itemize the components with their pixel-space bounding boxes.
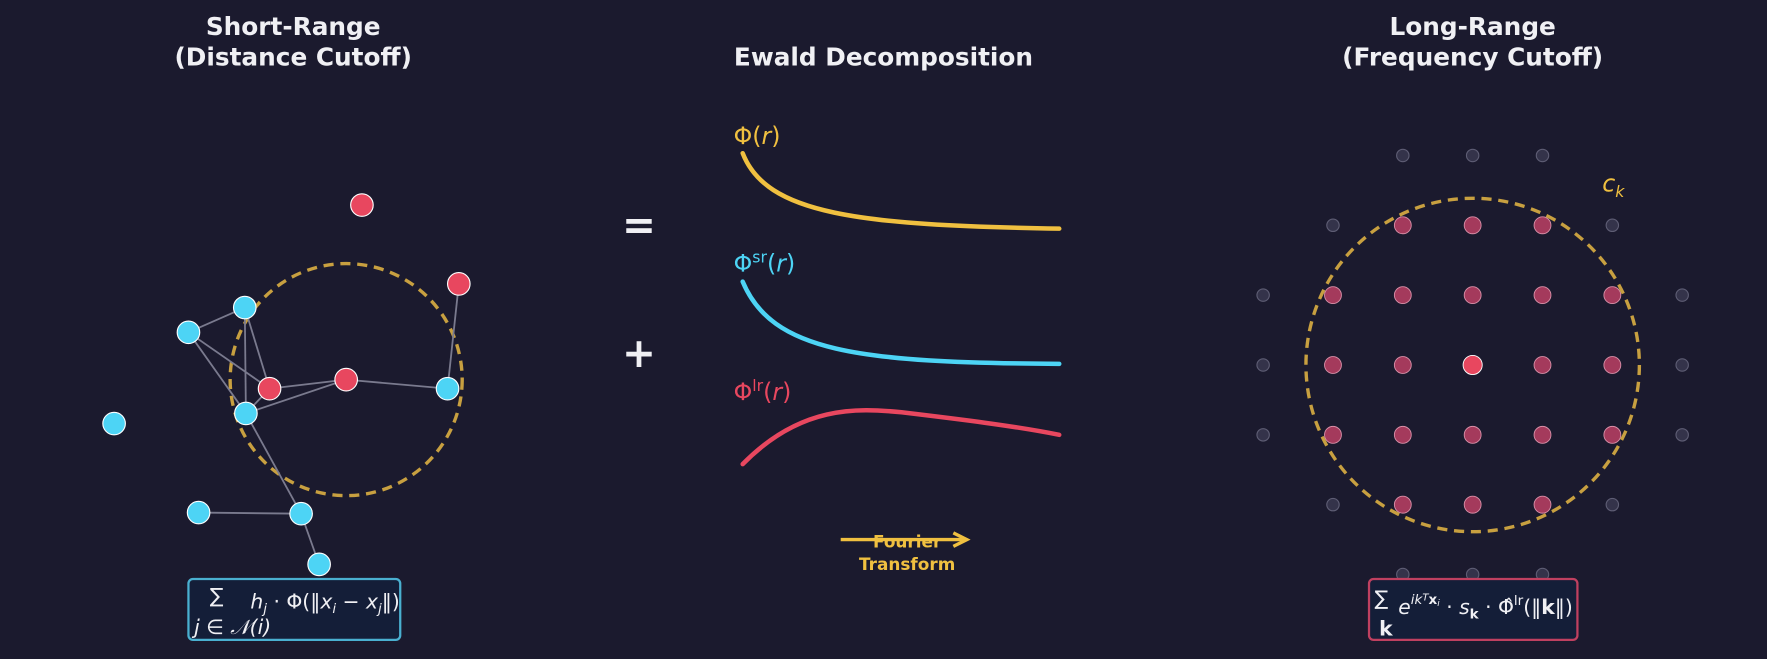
graph-edge (187, 331, 247, 414)
phi-label: Φ(r) (734, 122, 781, 150)
lattice-point-outside (1465, 148, 1480, 163)
lattice-point-inside (1463, 425, 1482, 444)
lattice-point-inside (1603, 286, 1622, 305)
lattice-point-inside (1463, 286, 1482, 305)
fourier-label-line1: Fourier (873, 531, 942, 551)
lattice-point-outside (1326, 218, 1340, 233)
phi-sr-curve (740, 279, 1062, 367)
distance-cutoff-circle (228, 261, 464, 498)
left-title-line2: (Distance Cutoff) (174, 42, 411, 71)
lattice-point-outside (1256, 358, 1270, 372)
lattice-point-inside (1324, 286, 1342, 305)
formula-body: eikTxi · sk · Φ̂lr(‖k‖) (1398, 592, 1573, 623)
lattice-point-inside (1603, 425, 1622, 444)
middle-title: Ewald Decomposition (734, 42, 1033, 71)
equals-sign: = (622, 201, 656, 249)
arrow-head-icon (952, 531, 971, 548)
sum-index: j ∈ 𝒩(i) (191, 615, 271, 639)
fourier-arrow (840, 531, 971, 548)
lattice-point-inside (1324, 425, 1342, 444)
formula-box (1367, 577, 1579, 641)
particle-node-cyan (307, 552, 331, 577)
particle-node-cyan (186, 500, 211, 525)
particle-node-red (350, 193, 374, 217)
graph-edge (243, 307, 247, 414)
formula-box (187, 577, 402, 641)
particle-node-red (334, 367, 358, 392)
phi-sr-label: Φsr(r) (734, 247, 796, 277)
sum-symbol: ∑ (1375, 586, 1389, 610)
particle-node-red (446, 272, 471, 296)
graph-edge (245, 378, 347, 415)
phi-curve (740, 150, 1062, 231)
lattice-point-outside (1256, 288, 1270, 302)
graph-edge (269, 378, 347, 390)
lattice-point-outside (1605, 218, 1620, 233)
lattice-point-outside (1675, 358, 1689, 372)
particle-graph (102, 193, 471, 577)
short-range-formula: ∑ j ∈ 𝒩(i) hj · Φ(‖xi − xj‖) (187, 577, 402, 641)
graph-edge (243, 307, 271, 389)
particle-node-cyan (176, 320, 201, 345)
particle-node-cyan (289, 501, 313, 526)
lattice-point-inside (1603, 356, 1622, 374)
lattice-point-inside (1393, 495, 1412, 514)
lattice-point-inside (1324, 356, 1342, 374)
lattice-point-outside (1326, 497, 1340, 512)
particle-node-cyan (232, 295, 257, 320)
formula-body: hj · Φ(‖xi − xj‖) (250, 589, 399, 617)
sum-symbol: ∑ (210, 584, 224, 608)
lattice-point-origin (1462, 354, 1483, 376)
lattice-point-inside (1463, 216, 1482, 235)
plus-sign: + (622, 329, 656, 377)
lattice-point-inside (1533, 216, 1552, 235)
lattice-point-inside (1393, 356, 1412, 374)
lattice-point-outside (1675, 288, 1689, 302)
lattice-point-outside (1535, 148, 1550, 163)
lattice-point-inside (1393, 216, 1412, 235)
lattice-point-inside (1533, 425, 1552, 444)
graph-edge (446, 283, 460, 389)
phi-lr-label: Φlr(r) (734, 376, 792, 406)
lattice-point-inside (1533, 495, 1552, 514)
left-title-line1: Short-Range (206, 12, 381, 41)
sum-index: k (1379, 616, 1393, 640)
graph-edge (346, 378, 448, 390)
particle-node-cyan (234, 401, 258, 426)
lattice-point-outside (1256, 428, 1270, 442)
graph-edge (198, 511, 302, 515)
long-range-formula: ∑ k eikTxi · sk · Φ̂lr(‖k‖) (1367, 577, 1579, 641)
lattice-point-outside (1675, 428, 1689, 442)
lattice-point-inside (1393, 286, 1412, 305)
lattice-point-outside (1605, 497, 1620, 512)
particle-node-cyan (435, 376, 460, 401)
graph-edge (245, 412, 302, 515)
lattice-point-inside (1393, 425, 1412, 444)
lattice-point-inside (1463, 495, 1482, 514)
particle-node-red (257, 376, 282, 401)
right-title-line2: (Frequency Cutoff) (1342, 42, 1603, 71)
right-title-line1: Long-Range (1389, 12, 1555, 41)
reciprocal-lattice (1256, 148, 1689, 582)
frequency-cutoff-circle (1304, 196, 1642, 534)
lattice-point-outside (1396, 148, 1410, 163)
cutoff-label: ck (1602, 170, 1625, 202)
particle-node-cyan (102, 411, 126, 436)
fourier-label-line2: Transform (859, 554, 955, 574)
lattice-point-inside (1533, 286, 1552, 305)
phi-lr-curve (740, 408, 1062, 467)
graph-edge (187, 331, 271, 390)
lattice-point-inside (1533, 356, 1552, 374)
